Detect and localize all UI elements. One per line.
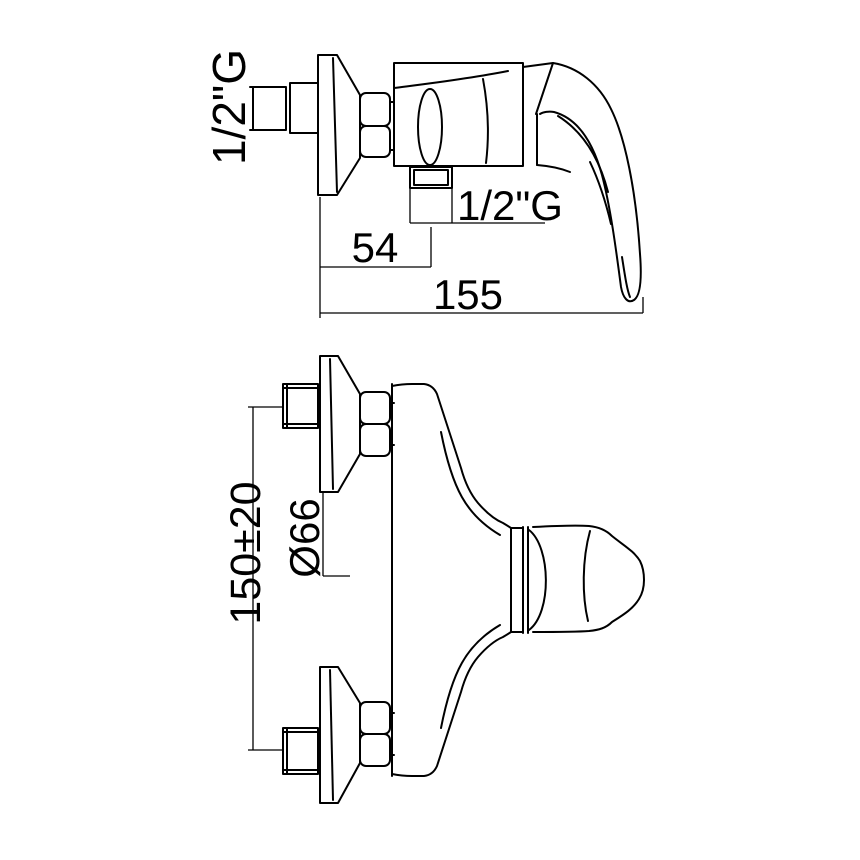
body-outline-lower [391,631,512,777]
nut-adapter-bottom [389,712,395,756]
inlet-nipple-top [282,383,319,429]
hex-nut-bottom-upper [359,701,391,735]
lever-detail-curve-1 [557,115,609,193]
inlet-thread-label: 1/2"G [203,49,255,165]
dim-54-label: 54 [352,224,399,271]
outlet-thread-label: 1/2"G [457,182,563,229]
body-taper-line [393,70,509,89]
extension-lines-inlet-centers [248,406,283,751]
side-view-dimension-lines [319,188,644,318]
outlet-label-leader [409,188,545,224]
handle-neck-joint [510,526,529,634]
wall-flange-bottom-face-line [329,669,334,801]
wall-flange-top [319,355,361,493]
lever-handle-side [539,62,642,303]
dim-155-label: 155 [433,271,503,318]
lever-base-bottom [536,164,571,173]
mixer-body-side [393,62,524,167]
inlet-nipple-top-details [282,383,319,429]
body-inner-curve-upper [440,431,501,536]
lever-detail-curve-2 [589,161,612,225]
wall-flange-top-face-line [329,358,334,490]
front-view-dimension-lines [248,406,350,751]
lever-base-side [522,62,554,166]
wall-flange-side [317,54,361,196]
hex-nut-top-lower [359,423,391,457]
outlet-port-side [409,166,453,189]
outlet-port-thread [413,169,449,186]
body-surface-arc [482,78,489,164]
body-outline-upper [391,383,512,529]
inlet-nipple-bottom-details [282,727,319,775]
hex-nut-side-upper [359,92,391,127]
hex-nut-top-upper [359,391,391,425]
dim-150-label: 150±20 [222,481,270,624]
wall-flange-bottom [319,666,361,804]
flange-diameter-label: Ø66 [281,498,328,577]
wall-flange-side-face-line [332,57,338,193]
front-view-labels: 150±20 Ø66 [222,481,328,624]
handle-knob-outline [532,524,645,633]
inlet-nipple-side [249,82,319,134]
inlet-nipple-bottom [282,727,319,775]
flange-diameter-leader [322,492,350,577]
handle-knob-inner-arc [582,530,591,622]
hex-nut-side-lower [359,125,391,158]
lever-tip-detail [621,256,631,298]
front-view: 150±20 Ø66 [222,355,645,804]
front-view-parts [282,355,645,804]
side-view: 1/2"G 1/2"G 54 155 [203,49,644,318]
side-view-labels: 1/2"G 1/2"G 54 155 [203,49,563,318]
cartridge-cap-ellipse [417,88,443,166]
side-view-parts [249,54,642,303]
hex-nut-bottom-lower [359,733,391,767]
body-inner-curve-lower [440,624,501,729]
handle-dome-arc [528,529,547,631]
